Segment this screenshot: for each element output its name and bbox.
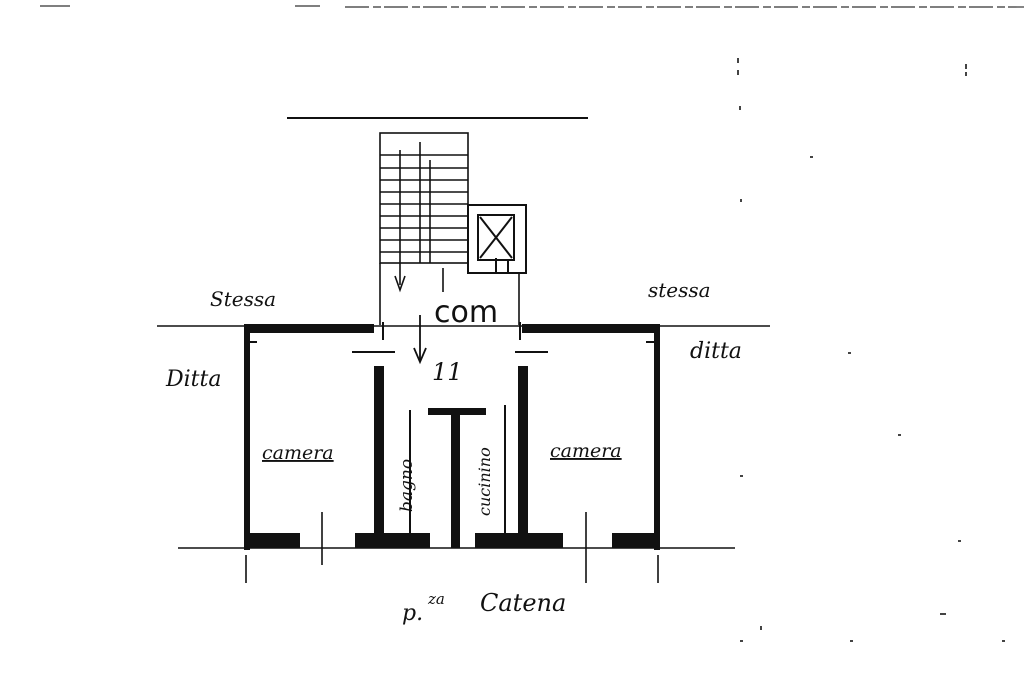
- label-unit-number: 11: [432, 358, 463, 386]
- label-piazza-sup: za: [427, 590, 445, 608]
- label-catena: Catena: [480, 589, 566, 617]
- door-stubs: [245, 322, 660, 540]
- label-camera-right: camera: [550, 440, 622, 462]
- label-cucinino: cucinino: [475, 447, 494, 516]
- lift-shaft: [467, 204, 527, 274]
- label-stessa-left: Stessa: [210, 287, 276, 311]
- label-bagno: bagno: [397, 459, 417, 512]
- label-camera-left: camera: [262, 442, 334, 464]
- label-ditta-left: Ditta: [165, 367, 221, 392]
- label-ditta-right: ditta: [690, 339, 742, 364]
- label-stessa-right: stessa: [648, 278, 711, 302]
- label-piazza-abbr: p.: [402, 601, 423, 626]
- scan-specks: [737, 58, 1005, 642]
- top-edge-marks: [40, 5, 1024, 8]
- entry-arrow-icon: [413, 315, 427, 365]
- label-com: com: [434, 295, 498, 330]
- staircase: [379, 132, 520, 325]
- walls: [244, 324, 660, 550]
